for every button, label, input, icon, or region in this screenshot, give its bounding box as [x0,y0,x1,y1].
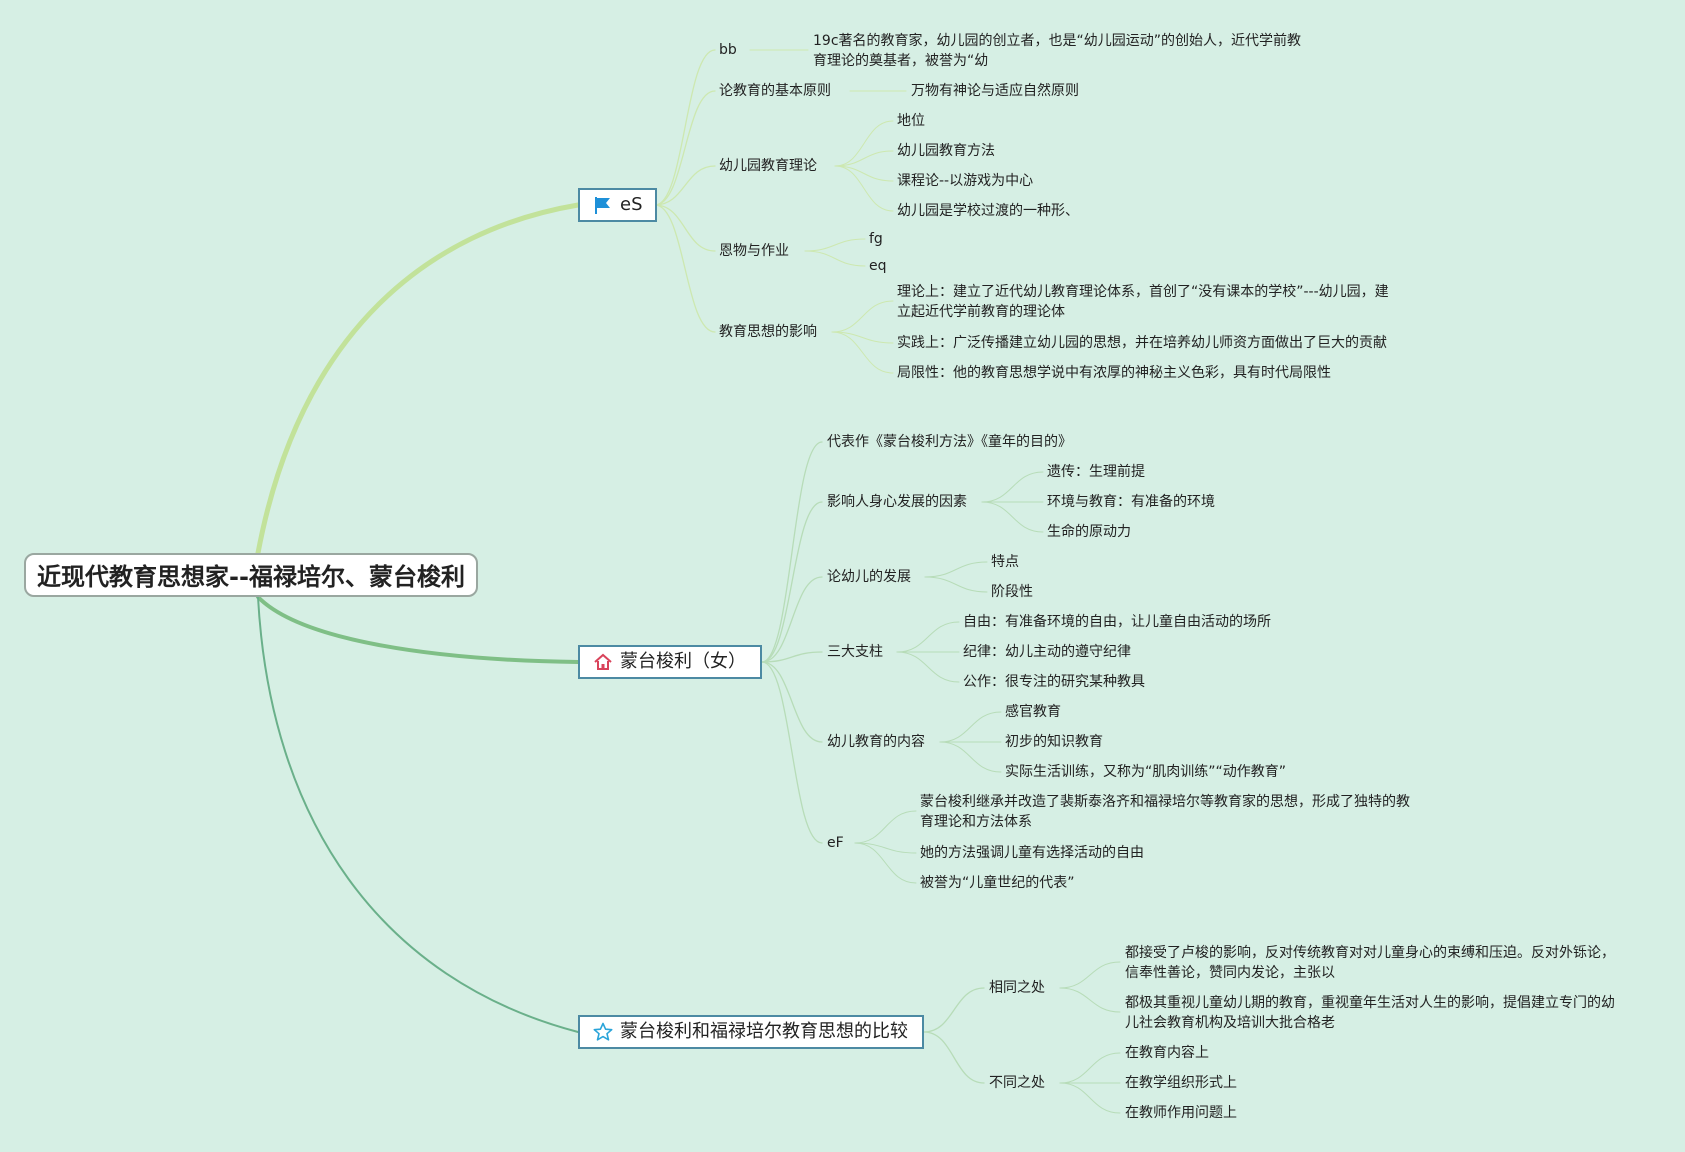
leaf-sensory-education: 感官教育 [1005,704,1061,720]
connector-gifts-leaf-0 [804,238,866,252]
branch-label: 蒙台梭利和福禄培尔教育思想的比较 [620,1021,908,1042]
leaf-teacher-role-difference: 在教师作用问题上 [1125,1105,1237,1121]
leaf-curriculum-play: 课程论--以游戏为中心 [897,173,1034,189]
subtopic-influence[interactable]: 教育思想的影响 [719,324,817,340]
leaf-practice-impact: 实践上：广泛传播建立幼儿园的思想，并在培养幼儿师资方面做出了巨大的贡献 [897,335,1387,351]
leaf-eq: eq [869,258,887,274]
connector-development-leaf-1 [924,576,988,593]
connector-branch-2-sub-0 [761,441,823,663]
leaf-kindergarten-method: 幼儿园教育方法 [897,143,995,159]
leaf-theory-impact: 理论上：建立了近代幼儿教育理论体系，首创了“没有课本的学校”---幼儿园，建立起… [897,284,1389,320]
connector-branch-1-sub-0 [654,49,716,206]
connector-pillars-leaf-2 [896,651,960,683]
subtopic-basic-principles[interactable]: 论教育的基本原则 [719,83,831,99]
connector-content-leaf-0 [939,711,1002,743]
connector-development-leaf-0 [924,561,988,578]
connector-influence-leaf-1 [831,331,894,344]
subtopic-three-pillars[interactable]: 三大支柱 [827,644,883,660]
subtopic-education-content[interactable]: 幼儿教育的内容 [827,734,925,750]
branch-label: eS [620,194,643,215]
leaf-content-difference: 在教育内容上 [1125,1045,1209,1061]
leaf-life-force: 生命的原动力 [1047,524,1131,540]
branch-fröbel[interactable]: eS [578,188,657,222]
leaf-pantheism-principle: 万物有神论与适应自然原则 [911,83,1079,99]
leaf-free-choice: 她的方法强调儿童有选择活动的自由 [920,845,1144,861]
leaf-limitation: 局限性：他的教育思想学说中有浓厚的神秘主义色彩，具有时代局限性 [897,365,1331,381]
flag-icon [592,194,614,216]
connector-similar-leaf-1 [1059,987,1121,1013]
leaf-rousseau-influence: 都接受了卢梭的影响，反对传统教育对对儿童身心的束缚和压迫。反对外铄论，信奉性善论… [1125,945,1615,981]
leaf-status: 地位 [897,113,925,129]
leaf-organization-difference: 在教学组织形式上 [1125,1075,1237,1091]
connector-branch-1-sub-4 [654,204,716,333]
leaf-practical-life: 实际生活训练，又称为“肌肉训练”“动作教育” [1005,764,1287,780]
branch-label: 蒙台梭利（女） [620,651,746,672]
connector-eF-leaf-0 [854,810,917,844]
connector-branch-2-sub-3 [761,651,823,663]
leaf-century-representative: 被誉为“儿童世纪的代表” [920,875,1075,891]
branch-montessori[interactable]: 蒙台梭利（女） [578,645,762,679]
connector-branch-1-sub-1 [654,90,716,206]
subtopic-gifts-and-work[interactable]: 恩物与作业 [719,243,789,259]
subtopic-development-factors[interactable]: 影响人身心发展的因素 [827,494,967,510]
connector-theory-leaf-2 [834,165,894,182]
connector-similar-leaf-0 [1059,961,1121,989]
leaf-heredity: 遗传：生理前提 [1047,464,1145,480]
leaf-discipline: 纪律：幼儿主动的遵守纪律 [963,644,1131,660]
leaf-early-childhood: 都极其重视儿童幼儿期的教育，重视童年生活对人生的影响，提倡建立专门的幼儿社会教育… [1125,995,1615,1031]
connector-branch-1-sub-2 [654,165,716,206]
house-icon [592,651,614,673]
connector-branch-2-sub-5 [761,661,823,844]
leaf-transition-form: 幼儿园是学校过渡的一种形、 [897,203,1079,219]
leaf-work: 公作：很专注的研究某种教具 [963,674,1145,690]
connector-factors-leaf-0 [981,471,1044,503]
leaf-knowledge-education: 初步的知识教育 [1005,734,1103,750]
connector-branch-2-sub-4 [761,661,823,743]
subtopic-differences[interactable]: 不同之处 [989,1075,1045,1091]
connector-gifts-leaf-1 [804,250,866,267]
subtopic-eF[interactable]: eF [827,835,844,851]
leaf-bb-description: 19c著名的教育家，幼儿园的创立者，也是“幼儿园运动”的创始人，近代学前教育理论… [813,33,1302,69]
leaf-inheritance: 蒙台梭利继承并改造了裴斯泰洛齐和福禄培尔等教育家的思想，形成了独特的教育理论和方… [920,794,1410,830]
connector-root-to-branch-2 [256,595,580,664]
connector-branch-3-sub-1 [923,1031,985,1084]
connector-influence-leaf-2 [831,331,894,374]
connector-theory-leaf-3 [834,165,894,212]
connector-branch-2-sub-1 [761,501,823,663]
leaf-fg: fg [869,231,883,247]
connector-different-leaf-2 [1059,1082,1121,1114]
connector-branch-1-sub-3 [654,204,716,252]
connector-eF-leaf-2 [854,842,917,884]
root-topic[interactable]: 近现代教育思想家--福禄培尔、蒙台梭利 [24,553,478,597]
subtopic-bb[interactable]: bb [719,42,737,58]
leaf-characteristics: 特点 [991,554,1019,570]
leaf-freedom: 自由：有准备环境的自由，让儿童自由活动的场所 [963,614,1271,630]
subtopic-representative-works[interactable]: 代表作《蒙台梭利方法》《童年的目的》 [827,434,1072,450]
connector-root-to-branch-3 [257,596,579,1033]
subtopic-similarities[interactable]: 相同之处 [989,980,1045,996]
branch-comparison[interactable]: 蒙台梭利和福禄培尔教育思想的比较 [578,1015,924,1049]
connector-content-leaf-2 [939,741,1002,773]
leaf-environment: 环境与教育：有准备的环境 [1047,494,1215,510]
connector-branch-2-sub-2 [761,576,823,663]
connector-branch-3-sub-0 [923,987,985,1033]
connector-different-leaf-0 [1059,1052,1121,1084]
subtopic-child-development[interactable]: 论幼儿的发展 [827,569,911,585]
connector-theory-leaf-0 [834,120,894,167]
star-icon [592,1021,614,1043]
subtopic-kindergarten-theory[interactable]: 幼儿园教育理论 [719,158,817,174]
connector-factors-leaf-2 [981,501,1044,533]
connector-influence-leaf-0 [831,300,894,333]
connector-pillars-leaf-0 [896,621,960,653]
leaf-stages: 阶段性 [991,584,1033,600]
connector-eF-leaf-1 [854,842,917,854]
connector-theory-leaf-1 [834,150,894,167]
connector-root-to-branch-1 [255,202,581,556]
